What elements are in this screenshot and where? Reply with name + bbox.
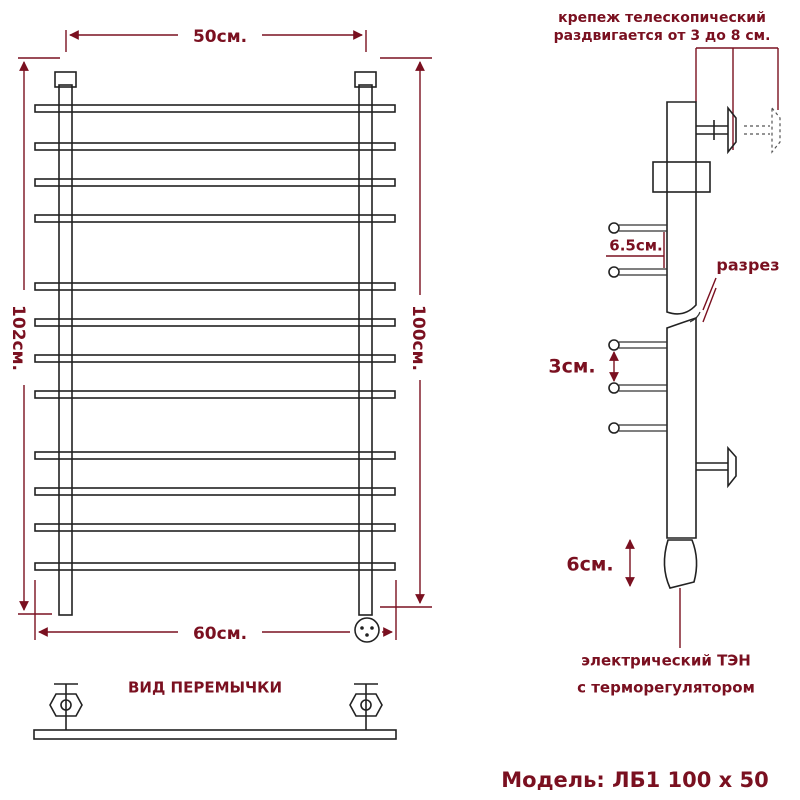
rung — [34, 318, 396, 327]
lower-pipe — [666, 316, 697, 539]
right-clamp-icon — [349, 683, 383, 730]
model-title: Модель: ЛБ1 100 x 50 — [501, 768, 769, 792]
rung — [34, 451, 396, 460]
rung — [34, 390, 396, 399]
height-right-label: 100см. — [408, 305, 428, 371]
spacing-a-label: 6.5см. — [609, 237, 662, 255]
heater-line1: электрический ТЭН — [581, 652, 751, 670]
jumper-bar — [33, 729, 397, 740]
upper-pipe — [666, 101, 697, 315]
mount-block — [652, 161, 711, 193]
side-view: крепеж телескопический раздвигается от 3… — [548, 10, 781, 697]
left-pipe — [58, 84, 73, 616]
rung-end — [608, 222, 620, 234]
rung-end — [608, 382, 620, 394]
mount-line2: раздвигается от 3 до 8 см. — [554, 28, 771, 44]
jumper-view: ВИД ПЕРЕМЫЧКИ — [33, 679, 397, 740]
rung — [34, 282, 396, 291]
section-label: разрез — [716, 256, 779, 275]
rung-end — [608, 422, 620, 434]
width-bottom-label: 60см. — [193, 624, 247, 644]
rung — [34, 487, 396, 496]
wall-mount-top-icon — [696, 105, 781, 155]
section-mark — [689, 311, 701, 323]
rung — [34, 142, 396, 151]
heater-icon — [663, 539, 698, 589]
rung — [34, 214, 396, 223]
rungs — [34, 104, 396, 571]
rung — [34, 523, 396, 532]
rung-end — [608, 339, 620, 351]
mount-line1: крепеж телескопический — [558, 10, 766, 26]
height-left-label: 102см. — [8, 305, 28, 371]
heater-line2: с терморегулятором — [577, 679, 755, 697]
right-mount-cap — [354, 71, 377, 88]
wall-mount-bottom-icon — [696, 445, 737, 489]
rung-ends-lower — [608, 339, 667, 434]
left-clamp-icon — [49, 683, 83, 730]
heater-connector-icon — [354, 617, 380, 643]
rung — [34, 178, 396, 187]
section-leader-2 — [702, 287, 717, 323]
view-caption: ВИД ПЕРЕМЫЧКИ — [128, 679, 282, 697]
spacing-b-label: 3см. — [548, 356, 595, 378]
rung-end — [608, 266, 620, 278]
width-top-label: 50см. — [193, 27, 247, 47]
rung — [34, 104, 396, 113]
front-view: 50см. 102см. 100см. — [8, 27, 432, 644]
section-leader-1 — [702, 277, 717, 311]
rung — [34, 562, 396, 571]
left-mount-cap — [54, 71, 77, 88]
rung — [34, 354, 396, 363]
rung-ends-upper — [608, 222, 667, 278]
right-pipe — [358, 84, 373, 616]
heater-height-label: 6см. — [566, 554, 613, 576]
